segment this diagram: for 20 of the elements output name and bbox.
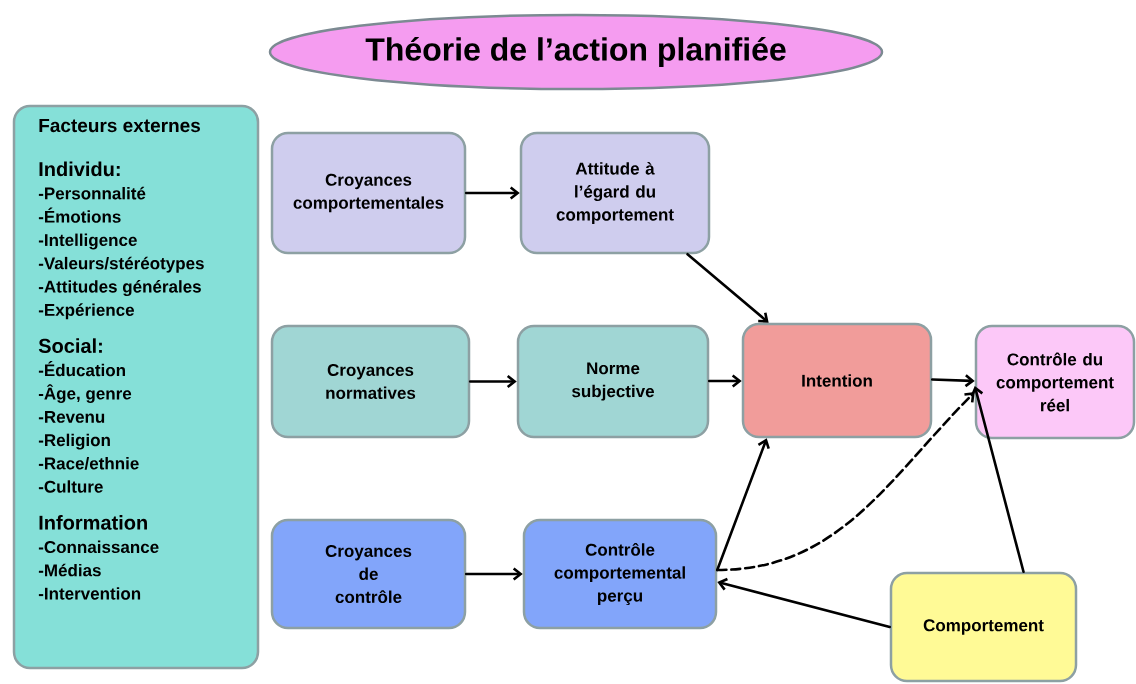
arrow: [464, 567, 523, 581]
arrow: [715, 438, 770, 572]
arrow: [468, 375, 517, 388]
process-box: Intention: [741, 322, 933, 439]
process-box: Attitude à l’égard du comportement: [519, 131, 711, 255]
process-box: Croyances de contrôle: [270, 518, 467, 630]
process-box: Norme subjective: [516, 324, 710, 439]
arrow: [970, 386, 1025, 574]
arrow: [715, 392, 975, 572]
arrow: [930, 374, 975, 388]
process-box: Croyances comportementales: [270, 131, 467, 255]
process-box: Contrôle du comportement réel: [974, 324, 1136, 440]
arrow: [686, 252, 769, 323]
arrow: [717, 577, 892, 629]
process-box: Croyances normatives: [270, 324, 471, 439]
process-box: Comportement: [889, 571, 1078, 683]
arrow: [707, 374, 742, 388]
process-box: Contrôle comportemental perçu: [522, 518, 718, 630]
factors-box: Facteurs externes Individu: -Personnalité -Émotions -Intelligence -Valeurs/stéréotypes -Attitudes générales -Expérience Social: -Éducation -Âge, genre -Revenu -Religion -Race/ethnie -Culture Information -Connaissance -Médias -Intervention: [12, 104, 260, 670]
arrow: [464, 186, 520, 200]
